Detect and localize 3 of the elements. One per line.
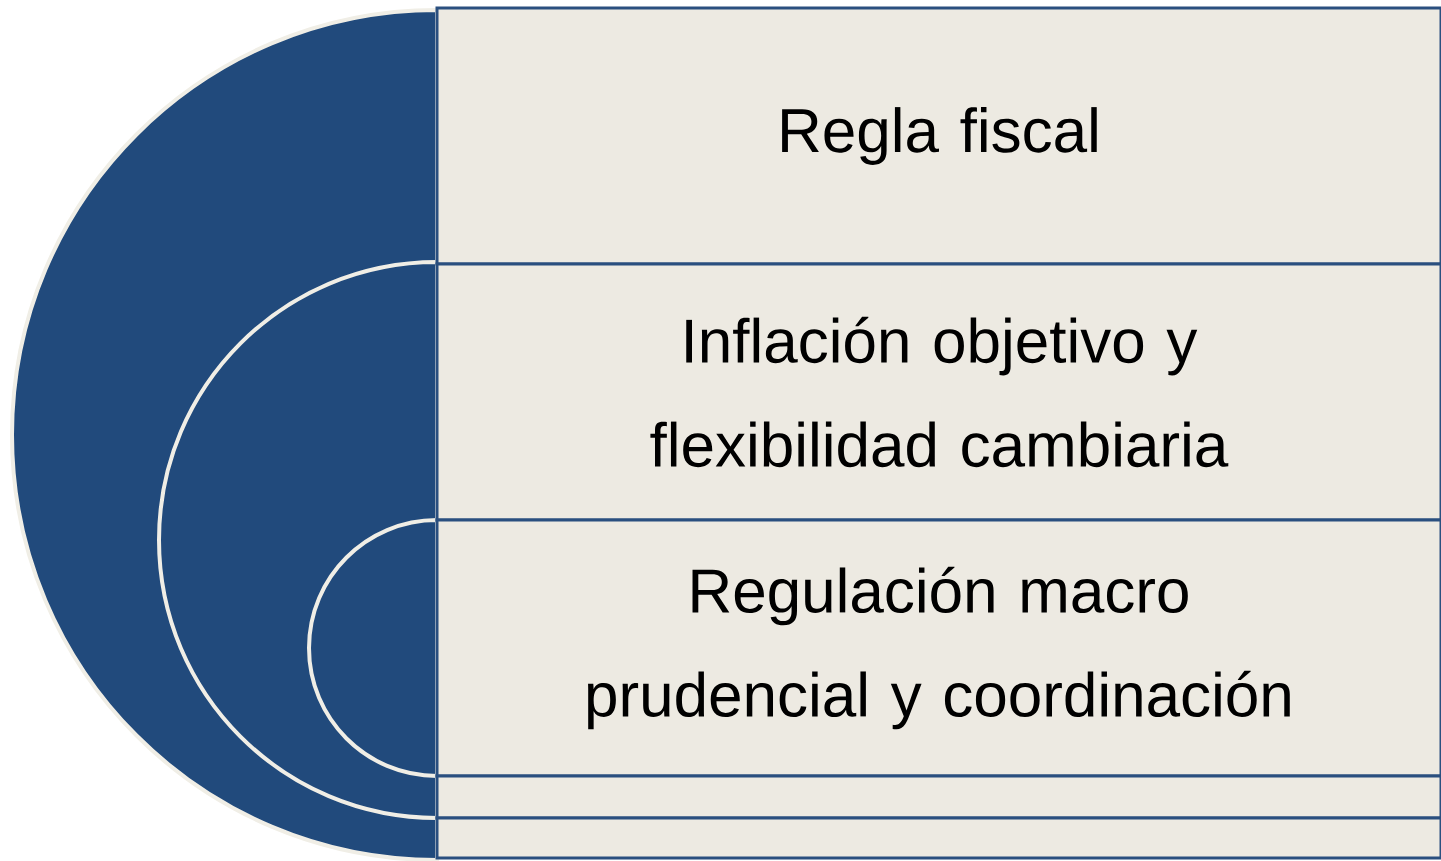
box: [435, 816, 1441, 860]
text-box: Regla fiscal: [435, 6, 1441, 266]
text-box: Inflación objetivo y flexibilidad cambiaria: [435, 262, 1441, 522]
